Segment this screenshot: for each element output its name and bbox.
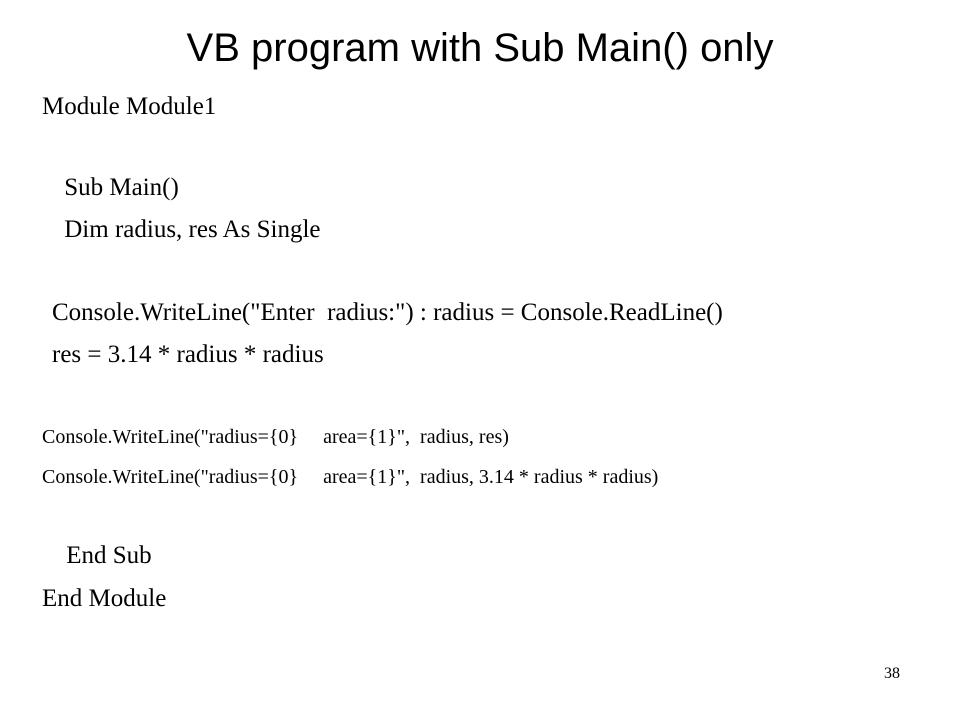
slide-title: VB program with Sub Main() only xyxy=(186,26,774,70)
code-line-dim: Dim radius, res As Single xyxy=(58,216,321,243)
code-line-writeline-res: Console.WriteLine("radius={0} area={1}",… xyxy=(42,426,509,448)
code-line-sub-main: Sub Main() xyxy=(58,174,179,201)
page-number: 38 xyxy=(884,665,900,682)
code-line-res-assign: res = 3.14 * radius * radius xyxy=(52,341,324,368)
code-line-module: Module Module1 xyxy=(42,93,217,120)
code-line-end-module: End Module xyxy=(42,585,167,612)
code-line-end-sub: End Sub xyxy=(60,542,152,569)
code-line-writeline-expr: Console.WriteLine("radius={0} area={1}",… xyxy=(42,466,659,488)
code-line-readline: Console.WriteLine("Enter radius:") : rad… xyxy=(52,299,723,326)
